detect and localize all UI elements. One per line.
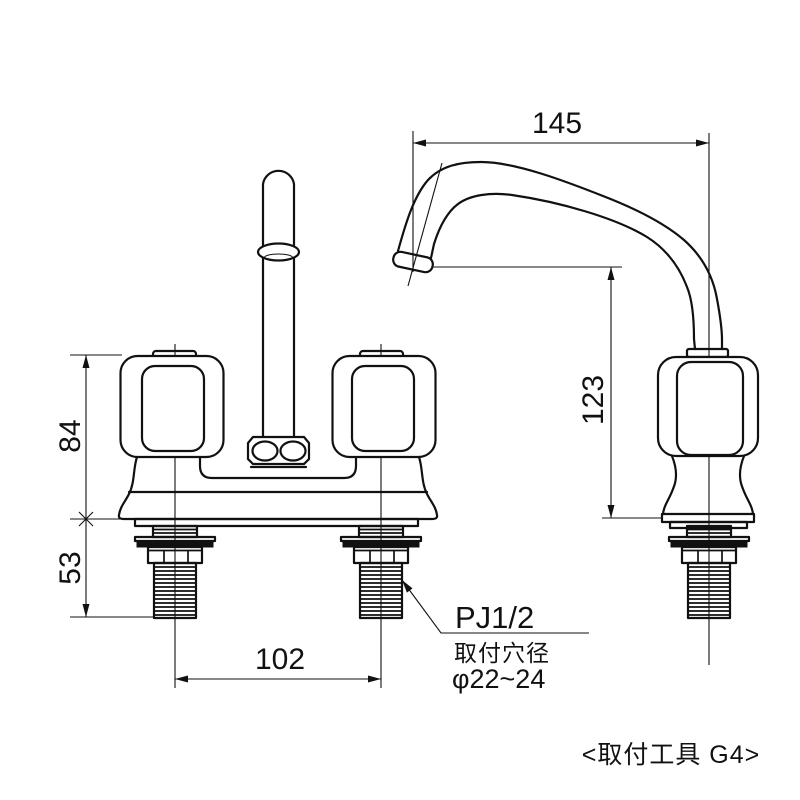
tool-note-text: <取付工具 G4> <box>582 741 761 769</box>
thread-spec-callout: PJ1/2 取付穴径 φ22~24 <box>401 579 589 694</box>
dimension-145: 145 <box>412 107 709 272</box>
side-view <box>392 133 760 665</box>
spout-outer-curve <box>396 160 724 351</box>
hot-indicator <box>251 440 279 462</box>
spout-collar-lip <box>263 253 294 262</box>
spout-inner-curve <box>429 192 697 351</box>
dim-text-53: 53 <box>54 551 87 584</box>
hole-diameter-text: φ22~24 <box>452 664 545 694</box>
thread-spec-text: PJ1/2 <box>455 600 534 635</box>
front-view <box>117 169 439 688</box>
dimension-123: 123 <box>433 266 663 519</box>
dim-text-84: 84 <box>54 419 87 452</box>
shank-assembly <box>133 524 217 620</box>
cold-indicator <box>279 440 307 462</box>
deck-base <box>117 455 439 528</box>
spout-tip-axis <box>407 162 443 287</box>
dim-text-123: 123 <box>577 375 610 425</box>
right-handle <box>331 349 437 459</box>
side-handle <box>656 347 760 458</box>
faucet-body <box>198 455 358 480</box>
dim-text-145: 145 <box>532 107 582 140</box>
mounting-shanks <box>133 524 751 620</box>
dim-text-102: 102 <box>255 643 305 676</box>
hole-label-text: 取付穴径 <box>454 640 550 666</box>
spout-column <box>261 169 296 439</box>
dimension-84-53: 84 53 <box>54 354 153 618</box>
dimension-102: 102 <box>175 643 381 683</box>
side-body-base <box>660 454 756 530</box>
shank-assembly <box>339 524 423 620</box>
shank-assembly <box>667 524 751 620</box>
left-handle <box>119 349 225 459</box>
